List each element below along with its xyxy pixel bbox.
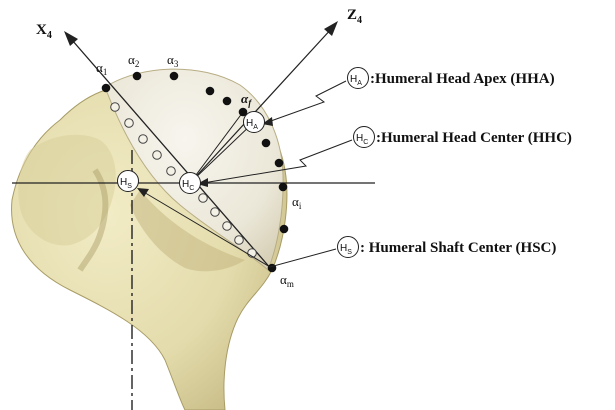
hs-point-marker: HS [118,171,139,192]
axis-point [139,135,148,144]
axis-point [223,222,232,231]
legend-hhc: HC :Humeral Head Center (HHC) [354,127,572,148]
x4-label-sub: 4 [47,30,52,41]
legend-hsc: HS : Humeral Shaft Center (HSC) [338,237,557,258]
contour-point [170,72,179,81]
alpha-1-label: α1 [96,60,107,77]
ha-point-marker: HA [244,112,265,133]
x4-axis-label: X4 [36,22,52,41]
legend-hha: HA :Humeral Head Apex (HHA) [348,68,555,89]
axis-point [111,103,120,112]
hs-point-sub: S [127,183,132,190]
contour-point [275,159,284,168]
contour-point [268,264,277,273]
hc-point-main: H [182,179,189,190]
contour-point [280,225,289,234]
hha-leader-line [268,81,346,122]
hc-point-marker: HC [180,173,201,194]
z4-label-sub: 4 [357,15,362,26]
axis-point [125,119,134,128]
z4-axis-label: Z4 [347,7,362,26]
ha-point-sub: A [253,124,258,131]
contour-point [223,97,232,106]
ha-point-main: H [246,118,253,129]
alpha-i-label: αi [292,194,302,211]
legend-hhc-text: :Humeral Head Center (HHC) [376,130,572,146]
axis-point [199,194,208,203]
x4-label-main: X [36,22,47,38]
legend-hsc-text: : Humeral Shaft Center (HSC) [360,240,556,256]
alpha-m-label: αm [280,272,294,289]
axis-point [167,167,176,176]
contour-point [133,72,142,81]
z4-label-main: Z [347,7,357,23]
contour-point [279,183,288,192]
axis-point [211,208,220,217]
axis-point [235,236,244,245]
contour-point [102,84,111,93]
contour-point [206,87,215,96]
alpha-2-label: α2 [128,52,139,69]
alpha-3-label: α3 [167,52,179,69]
contour-point [262,139,271,148]
axis-point [153,151,162,160]
legend-hha-text: :Humeral Head Apex (HHA) [370,71,555,87]
hc-point-sub: C [189,185,194,192]
hs-point-main: H [120,177,127,188]
